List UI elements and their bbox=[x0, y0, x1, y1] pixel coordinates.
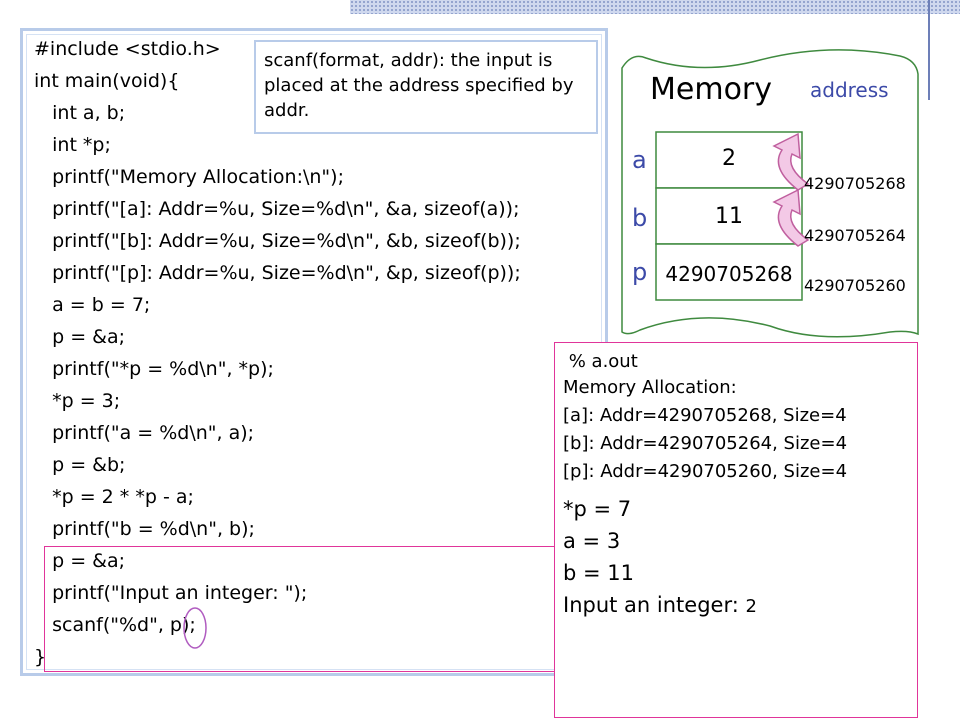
cell-value-a: 2 bbox=[722, 146, 736, 171]
cell-value-b: 11 bbox=[715, 204, 743, 229]
terminal-line: Memory Allocation: bbox=[563, 377, 737, 398]
scanf-pointer-circle bbox=[183, 607, 207, 649]
terminal-input-line: Input an integer: 2 bbox=[563, 593, 757, 617]
code-line: printf("Input an integer: "); bbox=[34, 582, 308, 604]
terminal-line: [p]: Addr=4290705260, Size=4 bbox=[563, 461, 848, 482]
memory-outline bbox=[621, 49, 919, 338]
memory-cell-p bbox=[655, 243, 803, 301]
code-line: p = &a; bbox=[34, 326, 126, 348]
arrow-into-a bbox=[772, 132, 810, 191]
code-line: printf("Memory Allocation:\n"); bbox=[34, 166, 344, 188]
code-line: int a, b; bbox=[34, 102, 126, 124]
top-decorative-bar bbox=[350, 0, 960, 14]
terminal-line: *p = 7 bbox=[563, 497, 632, 521]
code-line: int *p; bbox=[34, 134, 111, 156]
code-line: *p = 3; bbox=[34, 390, 121, 412]
input-prompt: Input an integer: bbox=[563, 593, 746, 617]
code-line: printf("[a]: Addr=%u, Size=%d\n", &a, si… bbox=[34, 198, 520, 220]
var-label-a: a bbox=[632, 146, 647, 174]
input-value: 2 bbox=[745, 596, 757, 617]
var-label-b: b bbox=[632, 204, 648, 232]
code-line: printf("b = %d\n", b); bbox=[34, 518, 255, 540]
code-line: a = b = 7; bbox=[34, 294, 151, 316]
var-label-p: p bbox=[632, 258, 648, 286]
arrow-into-b bbox=[772, 188, 810, 247]
code-line: printf("a = %d\n", a); bbox=[34, 422, 255, 444]
cell-value-p: 4290705268 bbox=[665, 262, 793, 286]
terminal-line: a = 3 bbox=[563, 529, 621, 553]
memory-title: Memory bbox=[650, 72, 773, 107]
code-line: } bbox=[34, 646, 47, 668]
code-panel bbox=[20, 28, 608, 676]
terminal-line: [a]: Addr=4290705268, Size=4 bbox=[563, 405, 847, 426]
scanf-callout: scanf(format, addr): the input is placed… bbox=[254, 40, 598, 134]
code-line: p = &b; bbox=[34, 454, 126, 476]
code-line: printf("[p]: Addr=%u, Size=%d\n", &p, si… bbox=[34, 262, 521, 284]
code-line: p = &a; bbox=[34, 550, 126, 572]
code-line: printf("*p = %d\n", *p); bbox=[34, 358, 274, 380]
terminal-output: % a.out Memory Allocation: [a]: Addr=429… bbox=[554, 342, 918, 718]
terminal-line: % a.out bbox=[563, 351, 638, 372]
address-label: address bbox=[810, 78, 889, 102]
terminal-line: [b]: Addr=4290705264, Size=4 bbox=[563, 433, 848, 454]
address-value-b: 4290705264 bbox=[804, 226, 906, 245]
address-value-a: 4290705268 bbox=[804, 174, 906, 193]
code-line: *p = 2 * *p - a; bbox=[34, 486, 194, 508]
code-line: int main(void){ bbox=[34, 70, 180, 92]
terminal-line: b = 11 bbox=[563, 561, 634, 585]
code-line: printf("[b]: Addr=%u, Size=%d\n", &b, si… bbox=[34, 230, 521, 252]
code-line: scanf("%d", p); bbox=[34, 614, 196, 636]
code-line: #include <stdio.h> bbox=[34, 38, 221, 60]
top-right-divider bbox=[928, 0, 930, 100]
address-value-p: 4290705260 bbox=[804, 276, 906, 295]
